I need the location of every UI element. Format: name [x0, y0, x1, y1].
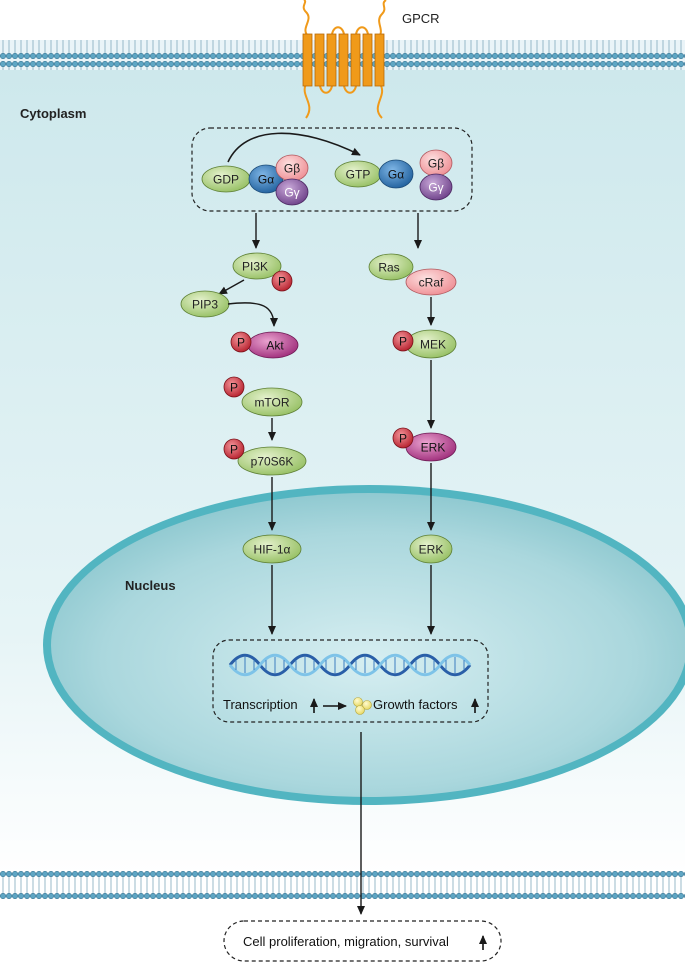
gtp-label: GTP	[346, 168, 371, 182]
outcome-label: Cell proliferation, migration, survival	[243, 934, 449, 949]
hif1a-label: HIF-1α	[254, 543, 291, 557]
ggamma-node-2	[419, 173, 453, 201]
ras-node	[368, 253, 414, 281]
growth-factors-label: Growth factors	[373, 697, 458, 712]
hif1a-node	[242, 534, 302, 564]
phospho-mek-label: P	[399, 335, 407, 349]
erk-nuclear-node	[409, 534, 453, 564]
gdp-label: GDP	[213, 173, 239, 187]
outcome-box	[223, 920, 502, 962]
arrow-to-pip3	[218, 279, 245, 295]
mek-label: MEK	[420, 338, 446, 352]
phospho-p70s6k	[223, 438, 245, 460]
galpha-node-2	[378, 159, 414, 189]
erk-nuclear-label: ERK	[419, 543, 444, 557]
craf-node	[405, 268, 457, 296]
mtor-node	[241, 387, 303, 417]
gbeta-label-1: Gβ	[284, 162, 300, 176]
phospho-akt	[230, 331, 252, 353]
craf-label: cRaf	[419, 276, 444, 290]
g-protein-box	[191, 127, 473, 212]
ggamma-node-1	[275, 178, 309, 206]
transcription-box	[212, 639, 489, 723]
dna-helix	[228, 653, 472, 677]
activation-arrow	[227, 132, 361, 163]
cytoplasm-label: Cytoplasm	[20, 106, 86, 121]
pip3-label: PIP3	[192, 298, 218, 312]
galpha-label-1: Gα	[258, 173, 274, 187]
ggamma-label-1: Gγ	[284, 186, 299, 200]
akt-label: Akt	[266, 339, 284, 353]
mtor-label: mTOR	[254, 396, 289, 410]
phospho-p70s6k-label: P	[230, 443, 238, 457]
transcription-label: Transcription	[223, 697, 298, 712]
phospho-mtor	[223, 376, 245, 398]
ggamma-label-2: Gγ	[428, 181, 443, 195]
arrow-to-akt	[227, 302, 278, 327]
gpcr-label: GPCR	[402, 11, 440, 26]
phospho-mek	[392, 330, 414, 352]
gbeta-label-2: Gβ	[428, 157, 444, 171]
p70s6k-label: p70S6K	[251, 455, 294, 469]
pi3k-node	[232, 252, 282, 280]
phospho-pi3k-label: P	[278, 275, 286, 289]
phospho-akt-label: P	[237, 336, 245, 350]
erk-cyto-label: ERK	[421, 441, 446, 455]
pi3k-label: PI3K	[242, 260, 268, 274]
gpcr-receptor	[302, 0, 387, 119]
growth-factor-icon	[353, 697, 372, 715]
nucleus-label: Nucleus	[125, 578, 176, 593]
phospho-erk-label: P	[399, 432, 407, 446]
nucleus	[51, 493, 685, 797]
ras-label: Ras	[378, 261, 399, 275]
phospho-pi3k	[271, 270, 293, 292]
p70s6k-node	[237, 446, 307, 476]
phospho-erk	[392, 427, 414, 449]
phospho-mtor-label: P	[230, 381, 238, 395]
bottom-membrane	[0, 870, 685, 900]
galpha-label-2: Gα	[388, 168, 404, 182]
